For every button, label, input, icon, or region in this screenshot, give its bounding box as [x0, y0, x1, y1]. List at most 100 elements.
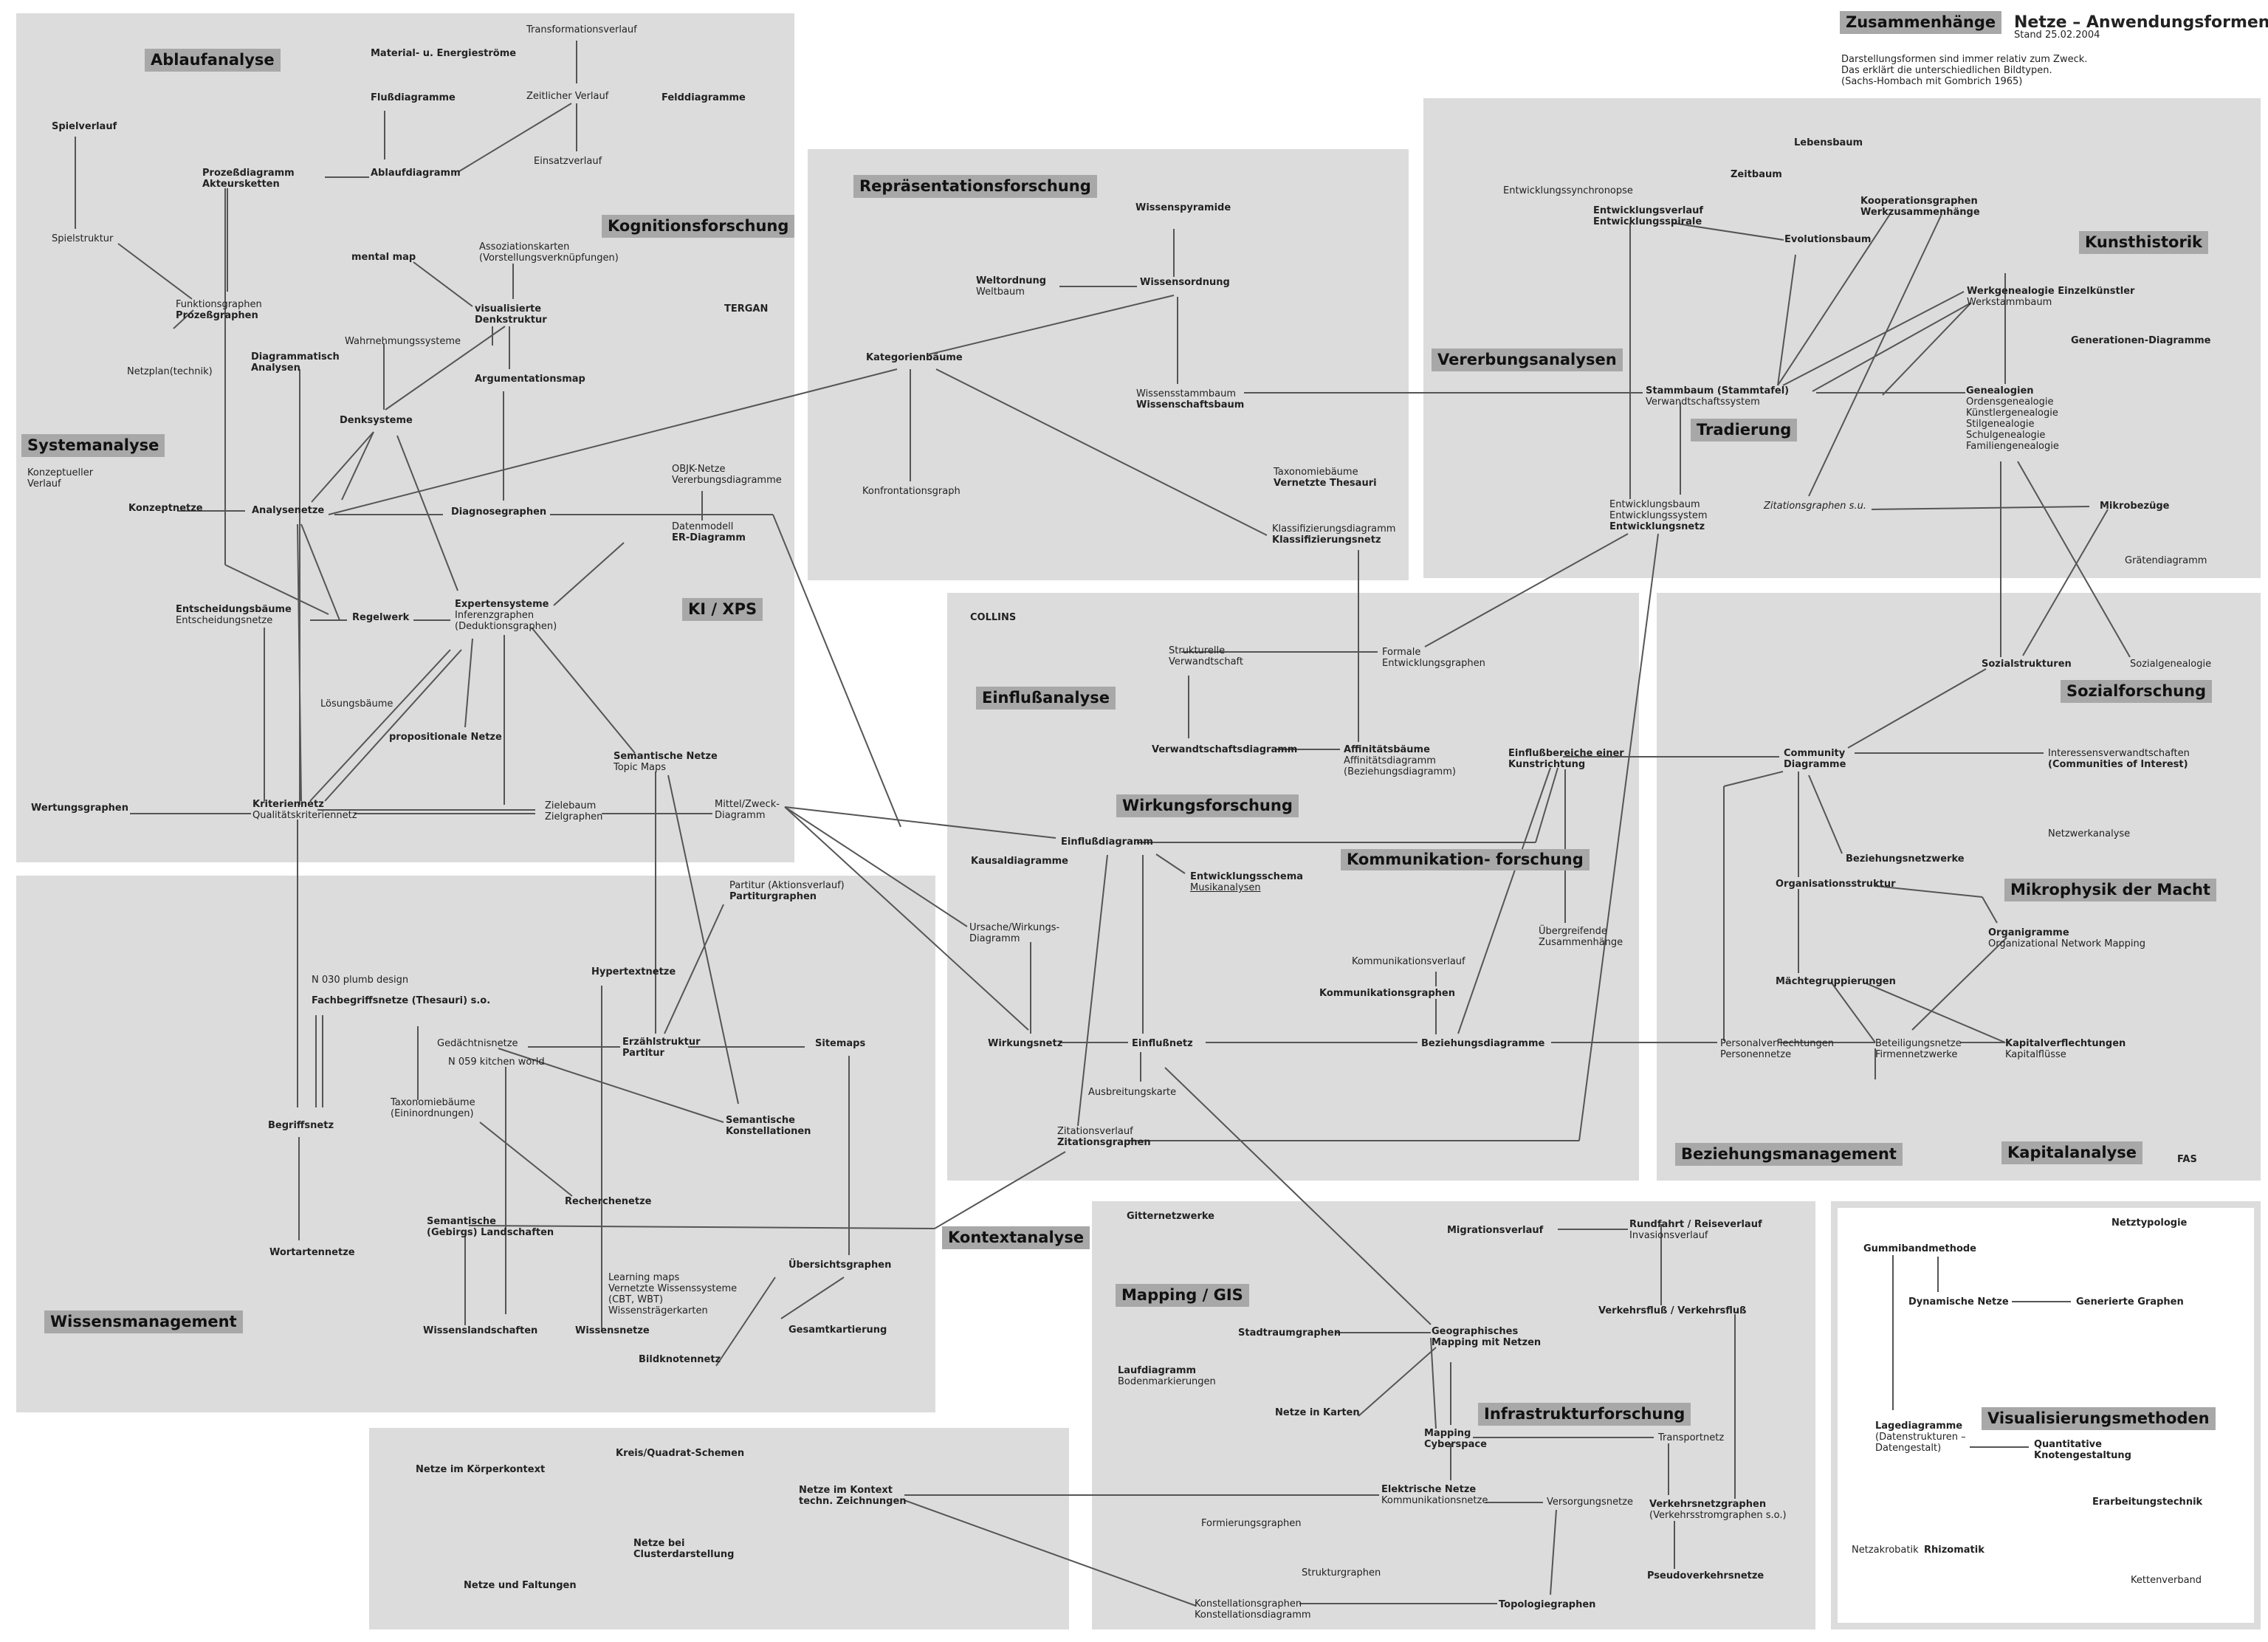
connection-line	[309, 649, 451, 802]
node-label-line: Diagnosegraphen	[451, 506, 547, 518]
node-label-line: Learning maps	[608, 1272, 680, 1283]
node-kettenverband: Kettenverband	[2131, 1575, 2202, 1586]
connection-line	[784, 806, 968, 927]
node-label-line: Netze im Körperkontext	[416, 1464, 546, 1475]
node-label-line: Kausaldiagramme	[971, 856, 1068, 867]
node-label-line: Transformationsverlauf	[526, 24, 637, 35]
node-label-line: Formale	[1382, 647, 1421, 658]
node-label-line: Laufdiagramm	[1118, 1365, 1197, 1376]
page-title: Netze – Anwendungsformen	[2014, 13, 2268, 32]
connection-line	[1847, 668, 1987, 749]
node-label-line: Künstlergenealogie	[1966, 408, 2058, 419]
node-label-line: Semantische	[427, 1216, 496, 1227]
node-wahrnehmung: Wahrnehmungssysteme	[345, 336, 461, 347]
node-label-line: Geographisches	[1432, 1326, 1519, 1337]
node-label-line: Begriffsnetz	[268, 1120, 334, 1131]
node-label-line: Spielstruktur	[52, 233, 114, 244]
node-label-line: Gummibandmethode	[1863, 1243, 1976, 1254]
node-denksysteme: Denksysteme	[340, 415, 413, 426]
node-wissensordnung: Wissensordnung	[1140, 277, 1230, 288]
node-sitemaps: Sitemaps	[815, 1038, 865, 1049]
connection-line	[311, 431, 374, 503]
node-label-line: Kommunikationsnetze	[1381, 1495, 1488, 1506]
node-label-line: Invasionsverlauf	[1629, 1230, 1708, 1241]
node-label-line: Zeitbaum	[1731, 169, 1782, 180]
node-argumentationsmap: Argumentationsmap	[475, 374, 585, 385]
connection-line	[1808, 774, 1843, 854]
node-analysenetze: Analysenetze	[252, 505, 324, 516]
connection-line	[553, 542, 625, 606]
node-label-line: Community	[1784, 748, 1846, 759]
connection-line	[173, 309, 194, 329]
node-felddiagramme: Felddiagramme	[662, 92, 746, 103]
node-label-line: Strukturgraphen	[1302, 1567, 1381, 1579]
node-label-line: Gesamtkartierung	[788, 1325, 887, 1336]
connection-line	[1911, 937, 2007, 1031]
node-label-line: Sitemaps	[815, 1038, 866, 1049]
connection-line	[1830, 981, 1876, 1043]
heading-kommunikationsforschung: Kommunikation- forschung	[1341, 849, 1590, 870]
heading-kapitalanalyse: Kapitalanalyse	[2001, 1141, 2143, 1164]
node-label-line: propositionale Netze	[389, 732, 502, 743]
connection-line	[396, 435, 458, 591]
node-label-line: visualisierte	[475, 303, 542, 315]
node-label-line: Elektrische Netze	[1381, 1484, 1477, 1495]
node-label-line: Felddiagramme	[662, 92, 746, 103]
node-zeitlicherverlauf: Zeitlicher Verlauf	[526, 91, 608, 102]
region-netze-kontext	[369, 1428, 1069, 1629]
connection-line	[1424, 533, 1629, 647]
node-label-line: Personennetze	[1720, 1049, 1792, 1060]
node-label-line: Entscheidungsnetze	[176, 615, 273, 626]
node-wortarten: Wortartennetze	[269, 1247, 355, 1258]
node-gitternetzwerke: Gitternetzwerke	[1127, 1211, 1214, 1222]
node-evolution: Evolutionsbaum	[1784, 234, 1871, 245]
node-label-line: Übergreifende	[1539, 926, 1607, 937]
node-label-line: Zusammenhänge	[1539, 937, 1623, 948]
node-zitationsgraphen-so: Zitationsgraphen s.u.	[1764, 501, 1866, 512]
connection-line	[300, 523, 340, 621]
connection-line	[772, 514, 901, 828]
node-label-line: Cyberspace	[1424, 1439, 1487, 1450]
node-label-line: Werkgenealogie Einzelkünstler	[1967, 286, 2135, 297]
node-label-line: Mächtegruppierungen	[1776, 976, 1896, 987]
connection-line	[904, 1500, 1197, 1607]
node-strukturgraphen: Strukturgraphen	[1302, 1567, 1381, 1579]
node-label-line: Dynamische Netze	[1908, 1296, 2009, 1308]
node-label-line: (Deduktionsgraphen)	[455, 621, 557, 632]
node-label-line: Vernetzte Wissenssysteme	[608, 1283, 738, 1294]
node-label-line: Vererbungsdiagramme	[672, 475, 782, 486]
node-label-line: Kunstrichtung	[1508, 759, 1586, 770]
connection-line	[1882, 302, 1972, 396]
node-sozialgenealogie: Sozialgenealogie	[2130, 659, 2211, 670]
connection-line	[464, 638, 473, 728]
node-label-line: Topic Maps	[614, 762, 667, 773]
node-label-line: Lebensbaum	[1794, 137, 1863, 148]
connection-line	[413, 261, 473, 307]
node-propositionale: propositionale Netze	[389, 732, 502, 743]
node-label-line: Wissensnetze	[575, 1325, 650, 1336]
node-spielverlauf: Spielverlauf	[52, 121, 117, 132]
node-label-line: Einflußdiagramm	[1061, 837, 1153, 848]
node-label-line: Assoziationskarten	[479, 241, 570, 253]
node-loesungsbaeume: Lösungsbäume	[320, 698, 393, 710]
node-dynamische: Dynamische Netze	[1908, 1296, 2009, 1308]
node-label-line: Datenmodell	[672, 521, 734, 532]
node-label-line: Konzeptueller	[27, 467, 94, 478]
node-label-line: TERGAN	[724, 303, 769, 315]
node-label-line: Verwandtschaftsdiagramm	[1152, 744, 1298, 755]
connection-line	[498, 1048, 724, 1123]
node-label-line: Zitationsgraphen	[1057, 1137, 1151, 1148]
connection-line	[784, 806, 1029, 1031]
node-gesamtkart: Gesamtkartierung	[788, 1325, 887, 1336]
